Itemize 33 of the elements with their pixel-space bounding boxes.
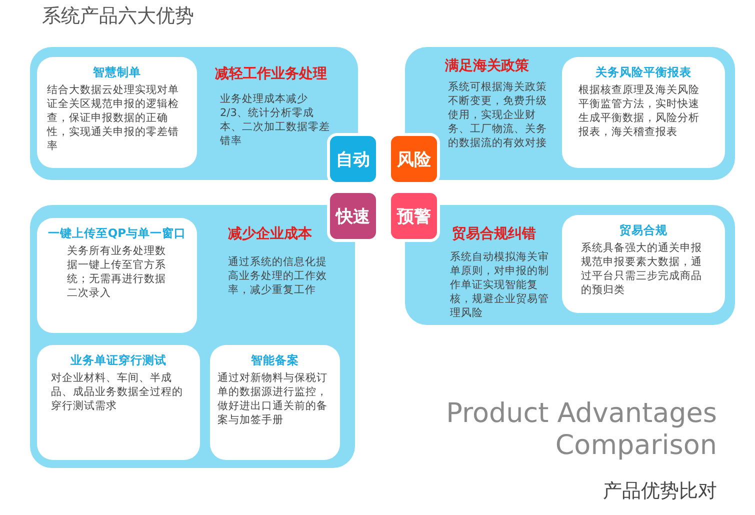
card-heading: 智能备案 xyxy=(250,353,300,368)
card-text: 关务所有业务处理数据一键上传至官方系统；无需再进行数据二次录入 xyxy=(67,244,167,300)
card-heading: 关务风险平衡报表 xyxy=(594,65,692,80)
page-title: 系统产品六大优势 xyxy=(42,4,194,29)
category-tile: 自动 xyxy=(327,133,379,185)
panel-text: 通过系统的信息化提高业务处理的工作效率，减少重复工作 xyxy=(228,255,328,297)
card-heading: 智慧制单 xyxy=(92,65,142,80)
card-text: 根据核查原理及海关风险平衡监管方法，实时快速生成平衡数据，风险分析报表，海关稽查报表 xyxy=(578,83,700,139)
chinese-subtitle: 产品优势比对 xyxy=(603,479,717,504)
panel-text: 业务处理成本减少2/3、统计分析零成本、二次加工数据零差错率 xyxy=(220,92,330,148)
feature-card xyxy=(37,218,197,333)
card-text: 通过对新物料与保税订单的数据源进行监控，做好进出口通关前的备案与加签手册 xyxy=(218,371,328,427)
panel-heading: 满足海关政策 xyxy=(445,57,529,75)
panel-text: 系统可根据海关政策不断变更，免费升级使用，实现企业财务、工厂物流、关务的数据流的有效对接 xyxy=(448,80,548,150)
panel-text: 系统自动模拟海关审单原则，对申报的制作单证实现智能复核，规避企业贸易管理风险 xyxy=(450,250,550,320)
feature-card xyxy=(37,345,200,460)
category-tile: 快速 xyxy=(327,190,379,242)
feature-card xyxy=(210,345,340,460)
feature-card xyxy=(562,215,725,313)
panel-heading: 贸易合规纠错 xyxy=(452,225,536,243)
card-text: 结合大数据云处理实现对单证全关区规范申报的逻辑检查，保证申报数据的正确性，实现通关申报的零差错率 xyxy=(47,83,180,153)
feature-card xyxy=(562,57,725,168)
card-heading: 贸易合规 xyxy=(618,223,668,238)
card-text: 对企业材料、车间、半成品、成品业务数据全过程的穿行测试需求 xyxy=(51,371,184,413)
card-text: 系统具备强大的通关申报规范申报要素大数据，通过平台只需三步完成商品的预归类 xyxy=(581,241,703,297)
category-tile: 预警 xyxy=(388,190,440,242)
panel-heading: 减轻工作业务处理 xyxy=(215,65,327,83)
english-subtitle: Product Advantages Comparison xyxy=(445,398,717,462)
card-heading: 一键上传至QP与单一窗口 xyxy=(46,226,188,241)
category-tile: 风险 xyxy=(388,133,440,185)
feature-card xyxy=(37,57,197,168)
card-heading: 业务单证穿行测试 xyxy=(70,353,168,368)
panel-heading: 减少企业成本 xyxy=(228,225,312,243)
